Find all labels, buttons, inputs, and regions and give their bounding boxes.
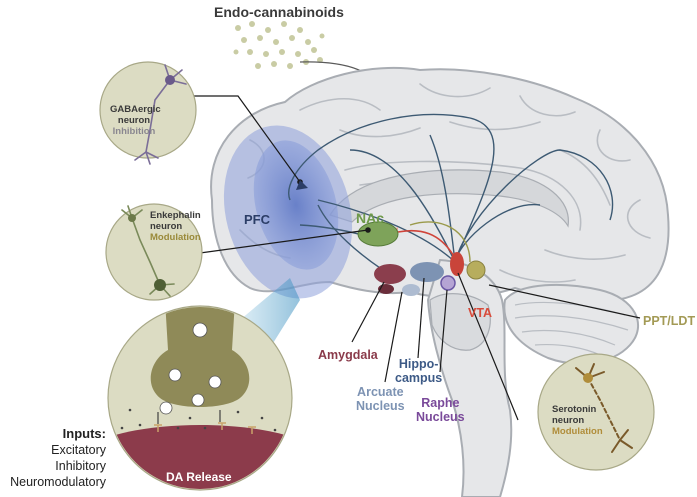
gaba-callout-text: GABAergic neuron Inhibition xyxy=(110,104,161,137)
serotonin-callout-circle xyxy=(537,353,655,471)
release-arrows xyxy=(157,410,221,424)
input-excitatory: Excitatory xyxy=(51,443,106,457)
ppt-ldt-region xyxy=(466,260,486,280)
endocannabinoids-label: Endo-cannabinoids xyxy=(214,4,344,20)
receptors xyxy=(154,422,256,434)
transmitter-dots xyxy=(120,408,277,432)
enkephalin-role: Modulation xyxy=(150,232,201,243)
vta-label: VTA xyxy=(468,306,493,320)
inputs-title: Inputs: xyxy=(62,426,106,441)
enkephalin-soma-top xyxy=(128,214,136,222)
ppt-ldt-label: PPT/LDT xyxy=(643,314,696,328)
vta-to-nac-projection xyxy=(397,229,456,259)
gaba-line1: GABAergic xyxy=(110,104,161,115)
enkephalin-callout-text: Enkephalin neuron Modulation xyxy=(150,210,201,243)
enkephalin-line2: neuron xyxy=(150,221,183,232)
vesicles xyxy=(159,322,222,415)
enkephalin-line1: Enkephalin xyxy=(150,210,201,221)
arcuate-label: Arcuate Nucleus xyxy=(356,385,405,413)
gaba-line2: neuron xyxy=(117,115,151,126)
nac-label: NAc xyxy=(356,210,385,226)
hippocampus-label: Hippo- campus xyxy=(395,357,442,385)
serotonin-line2: neuron xyxy=(552,415,585,426)
arcuate-label-line2: Nucleus xyxy=(356,399,405,413)
gaba-role: Inhibition xyxy=(112,126,156,137)
raphe-label-line1: Raphe xyxy=(421,396,460,410)
raphe-label-line2: Nucleus xyxy=(416,410,465,424)
input-neuromodulatory: Neuromodulatory xyxy=(10,475,106,489)
cerebellum xyxy=(503,283,640,365)
da-release-label: DA Release xyxy=(166,470,232,484)
enkephalin-soma xyxy=(154,279,166,291)
hippocampus-label-line1: Hippo- xyxy=(398,357,439,371)
arcuate-region xyxy=(402,284,420,296)
hippocampus-label-line2: campus xyxy=(395,371,443,385)
ppt-to-nac-projection xyxy=(409,221,471,263)
serotonin-soma xyxy=(583,373,593,383)
serotonin-callout-text: Serotonin neuron Modulation xyxy=(552,404,603,437)
synapse-panel xyxy=(107,305,293,491)
cerebellum-folds xyxy=(514,301,629,356)
raphe-label: Raphe Nucleus xyxy=(416,396,465,424)
callout-pointers xyxy=(188,95,641,421)
arcuate-label-line1: Arcuate xyxy=(357,385,404,399)
pathway-lines xyxy=(288,113,614,273)
hippocampus-region xyxy=(410,262,444,282)
raphe-region xyxy=(440,275,456,291)
pfc-pathway-arrowhead xyxy=(296,180,308,190)
vta-region xyxy=(450,252,464,276)
amygdala-label: Amygdala xyxy=(318,348,378,362)
amygdala-region xyxy=(374,264,406,284)
serotonin-line1: Serotonin xyxy=(552,404,597,415)
serotonin-role: Modulation xyxy=(552,426,603,437)
inputs-list: Inputs: Excitatory Inhibitory Neuromodul… xyxy=(4,426,106,490)
gaba-soma xyxy=(165,75,175,85)
endocannabinoid-dots xyxy=(233,21,325,69)
input-inhibitory: Inhibitory xyxy=(55,459,106,473)
postsynaptic-membrane xyxy=(109,425,291,489)
enkephalin-callout-circle xyxy=(105,203,203,301)
pfc-label: PFC xyxy=(244,212,270,227)
